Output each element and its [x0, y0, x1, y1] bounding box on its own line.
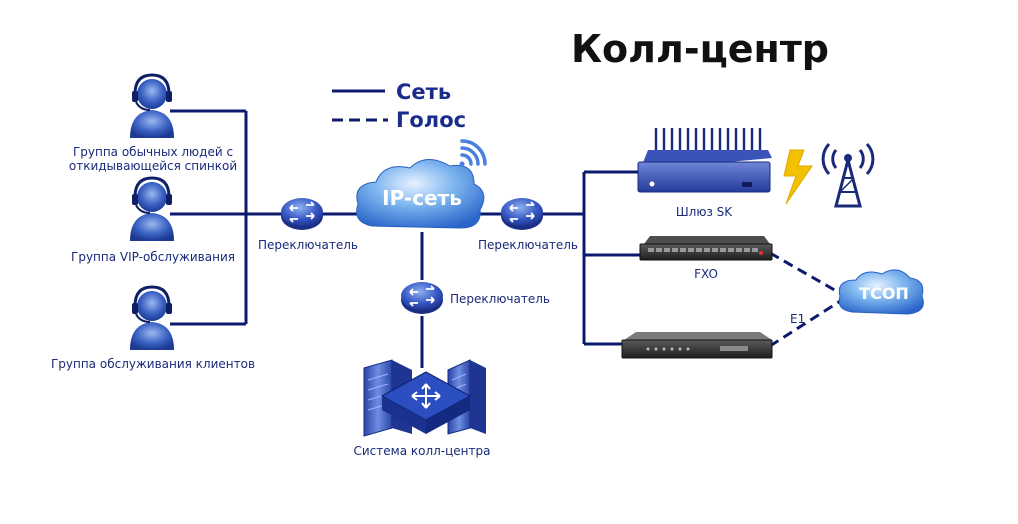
switch-icon-right — [501, 198, 543, 230]
pstn-cloud — [838, 269, 924, 315]
switch-icon-bottom — [401, 282, 443, 314]
lightning-icon — [783, 149, 813, 205]
switch-icon-left — [281, 198, 323, 230]
label-gateway-sk: Шлюз SK — [675, 205, 733, 219]
gateway-sk-device — [637, 128, 772, 193]
wifi-icon — [459, 139, 487, 167]
page-title: Колл-центр — [570, 27, 830, 71]
label-call-center-system: Система колл-центра — [353, 444, 491, 458]
label-switch-right: Переключатель — [478, 238, 578, 252]
label-ordinary-group-line1: Группа обычных людей с — [72, 145, 234, 159]
label-customer-group: Группа обслуживания клиентов — [50, 357, 256, 371]
label-vip-group: Группа VIP-обслуживания — [71, 250, 235, 264]
call-center-system-icon — [363, 359, 486, 437]
operator-icon-vip — [130, 176, 174, 241]
ip-network-cloud — [356, 159, 485, 229]
label-switch-left: Переключатель — [258, 238, 358, 252]
label-ordinary-group-line2: откидывающейся спинкой — [68, 159, 238, 173]
fxo-device — [639, 236, 773, 261]
legend-voice-label: Голос — [396, 108, 467, 132]
operator-icon-ordinary — [130, 73, 174, 138]
e1-device — [621, 332, 773, 359]
legend — [332, 89, 388, 122]
legend-network-label: Сеть — [396, 80, 452, 104]
label-fxo: FXO — [694, 267, 718, 281]
cell-tower-icon — [821, 142, 875, 208]
label-switch-bottom: Переключатель — [450, 292, 550, 306]
network-lines — [170, 109, 640, 368]
pstn-cloud-label: ТСОП — [859, 284, 909, 303]
operator-icon-customer — [130, 285, 174, 350]
voice-lines — [769, 251, 846, 348]
ip-cloud-label: IP-сеть — [382, 186, 462, 210]
label-e1: E1 — [790, 312, 806, 326]
